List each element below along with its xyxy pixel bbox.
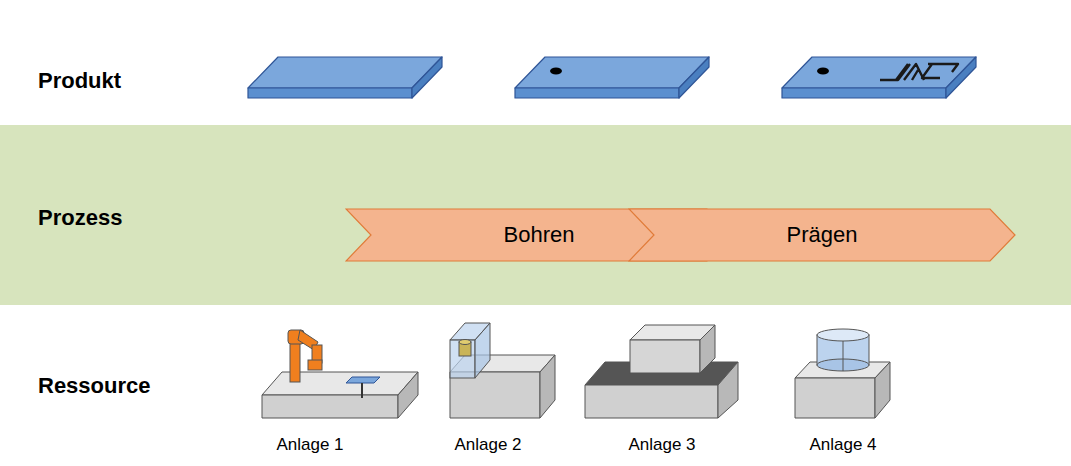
machine-1: [262, 330, 418, 418]
process-band: ProzessBohrenPrägen: [0, 125, 1071, 305]
row-heading: Produkt: [38, 68, 121, 94]
machine-label: Anlage 3: [628, 435, 695, 455]
process-band-ground: [0, 125, 1071, 305]
machine-4: [795, 329, 890, 418]
process-chevron: Prägen: [628, 208, 1016, 262]
product-plates: [248, 57, 976, 98]
machine-label: Anlage 1: [276, 435, 343, 455]
machine-2: [450, 323, 555, 418]
machine-label: Anlage 2: [454, 435, 521, 455]
machine-label: Anlage 4: [809, 435, 876, 455]
process-name: Prägen: [628, 208, 1016, 262]
row-heading: Prozess: [38, 205, 122, 231]
machine-3: [585, 325, 738, 418]
row-heading: Ressource: [38, 373, 151, 399]
